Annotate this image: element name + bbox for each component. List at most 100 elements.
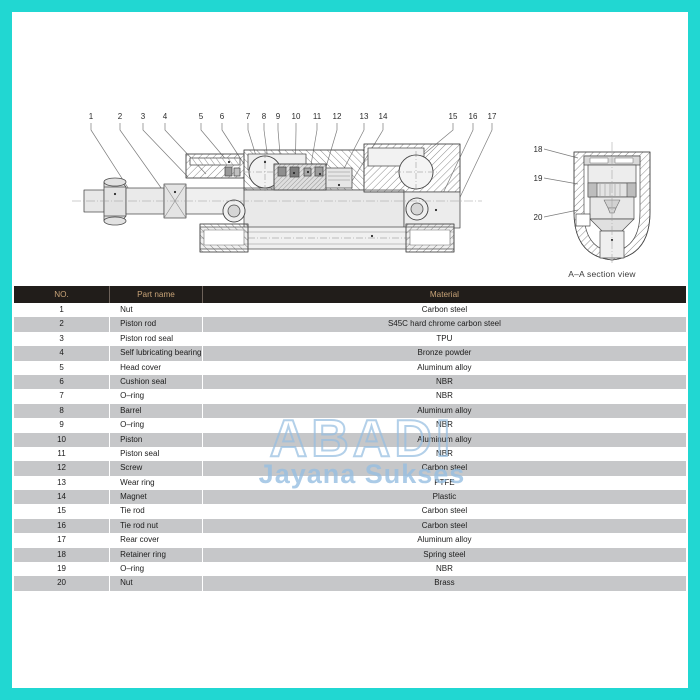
- cell-part-name: Rear cover: [110, 533, 203, 548]
- cell-part-name: Piston: [110, 432, 203, 447]
- cell-no: 7: [14, 389, 111, 404]
- cell-no: 8: [14, 403, 111, 419]
- cell-material: Aluminum alloy: [417, 405, 472, 415]
- cell-part-name: O–ring: [110, 562, 203, 577]
- cell-no: 15: [14, 504, 111, 519]
- callout-8: 8: [262, 112, 267, 121]
- cell-material: Aluminum alloy: [417, 535, 472, 545]
- callout-14: 14: [379, 112, 388, 121]
- cell-material: NBR: [435, 420, 453, 430]
- callout-20: 20: [534, 213, 543, 222]
- cell-part-name: Self lubricating bearing: [110, 346, 203, 361]
- callout-10: 10: [292, 112, 301, 121]
- cell-part-name: Piston rod: [110, 317, 203, 332]
- cell-material: Plastic: [432, 492, 457, 502]
- cell-no: 1: [14, 303, 111, 318]
- cell-no: 17: [14, 533, 111, 548]
- callout-18: 18: [534, 145, 543, 154]
- cell-part-name: Piston rod seal: [110, 331, 203, 347]
- cell-no: 5: [14, 360, 111, 375]
- cell-material: Carbon steel: [421, 305, 468, 314]
- header-part-name: Part name: [110, 286, 203, 303]
- cell-material: PTFE: [434, 477, 455, 487]
- cell-material: Brass: [434, 578, 455, 588]
- callout-19: 19: [534, 174, 543, 183]
- cell-part-name: Barrel: [110, 403, 203, 419]
- cell-material: S45C hard chrome carbon steel: [387, 319, 501, 329]
- cell-no: 13: [14, 475, 111, 491]
- callout-12: 12: [333, 112, 342, 121]
- page-frame: 1 2 3 4 5 6 7 8 9 10 11 12 13 14 15 16 1: [12, 12, 688, 688]
- cell-material: NBR: [435, 564, 453, 574]
- cell-part-name: Tie rod: [110, 504, 203, 519]
- cell-material: NBR: [435, 391, 453, 401]
- callout-15: 15: [449, 112, 458, 121]
- callout-11: 11: [313, 112, 322, 121]
- cell-no: 4: [14, 346, 111, 361]
- cell-part-name: Piston seal: [110, 446, 203, 462]
- header-no: NO.: [14, 286, 111, 303]
- cell-material: TPU: [436, 333, 453, 343]
- cell-material: NBR: [435, 448, 453, 458]
- cell-material: Carbon steel: [421, 463, 468, 473]
- cell-part-name: Nut: [110, 576, 203, 591]
- cell-part-name: Screw: [110, 461, 203, 476]
- cell-part-name: Magnet: [110, 490, 203, 505]
- cell-no: 9: [14, 418, 111, 433]
- cell-no: 16: [14, 518, 111, 534]
- cell-material: Spring steel: [423, 549, 466, 559]
- cell-material: Carbon steel: [421, 506, 468, 516]
- cell-material: Aluminum alloy: [417, 434, 472, 444]
- cell-part-name: Wear ring: [110, 475, 203, 491]
- cell-no: 14: [14, 490, 111, 505]
- cell-no: 12: [14, 461, 111, 476]
- cell-part-name: Nut: [110, 303, 203, 318]
- cell-part-name: Tie rod nut: [110, 518, 203, 534]
- callout-5: 5: [199, 112, 204, 121]
- cell-part-name: O–ring: [110, 418, 203, 433]
- cell-no: 11: [14, 446, 111, 462]
- cell-no: 6: [14, 374, 111, 390]
- section-view-caption: A–A section view: [568, 269, 636, 279]
- callout-16: 16: [469, 112, 478, 121]
- callout-4: 4: [163, 112, 168, 121]
- cell-material: Bronze powder: [417, 348, 472, 358]
- cell-no: 2: [14, 317, 111, 332]
- cell-material: Aluminum alloy: [417, 362, 472, 372]
- callout-2: 2: [118, 112, 123, 121]
- callout-3: 3: [141, 112, 146, 121]
- table-header-row: NO. Part name Material: [14, 286, 686, 303]
- callout-7: 7: [246, 112, 251, 121]
- cell-material: NBR: [435, 376, 453, 386]
- cell-no: 3: [14, 331, 111, 347]
- callout-17: 17: [488, 112, 497, 121]
- callout-1: 1: [89, 112, 94, 121]
- cell-part-name: Cushion seal: [110, 374, 203, 390]
- cell-no: 18: [14, 547, 111, 563]
- cell-part-name: Head cover: [110, 360, 203, 375]
- cell-part-name: O–ring: [110, 389, 203, 404]
- cell-part-name: Retainer ring: [110, 547, 203, 563]
- callout-6: 6: [220, 112, 225, 121]
- cell-no: 19: [14, 562, 111, 577]
- header-material: Material: [429, 290, 459, 299]
- cell-material: Carbon steel: [421, 520, 468, 530]
- cell-no: 10: [14, 432, 111, 447]
